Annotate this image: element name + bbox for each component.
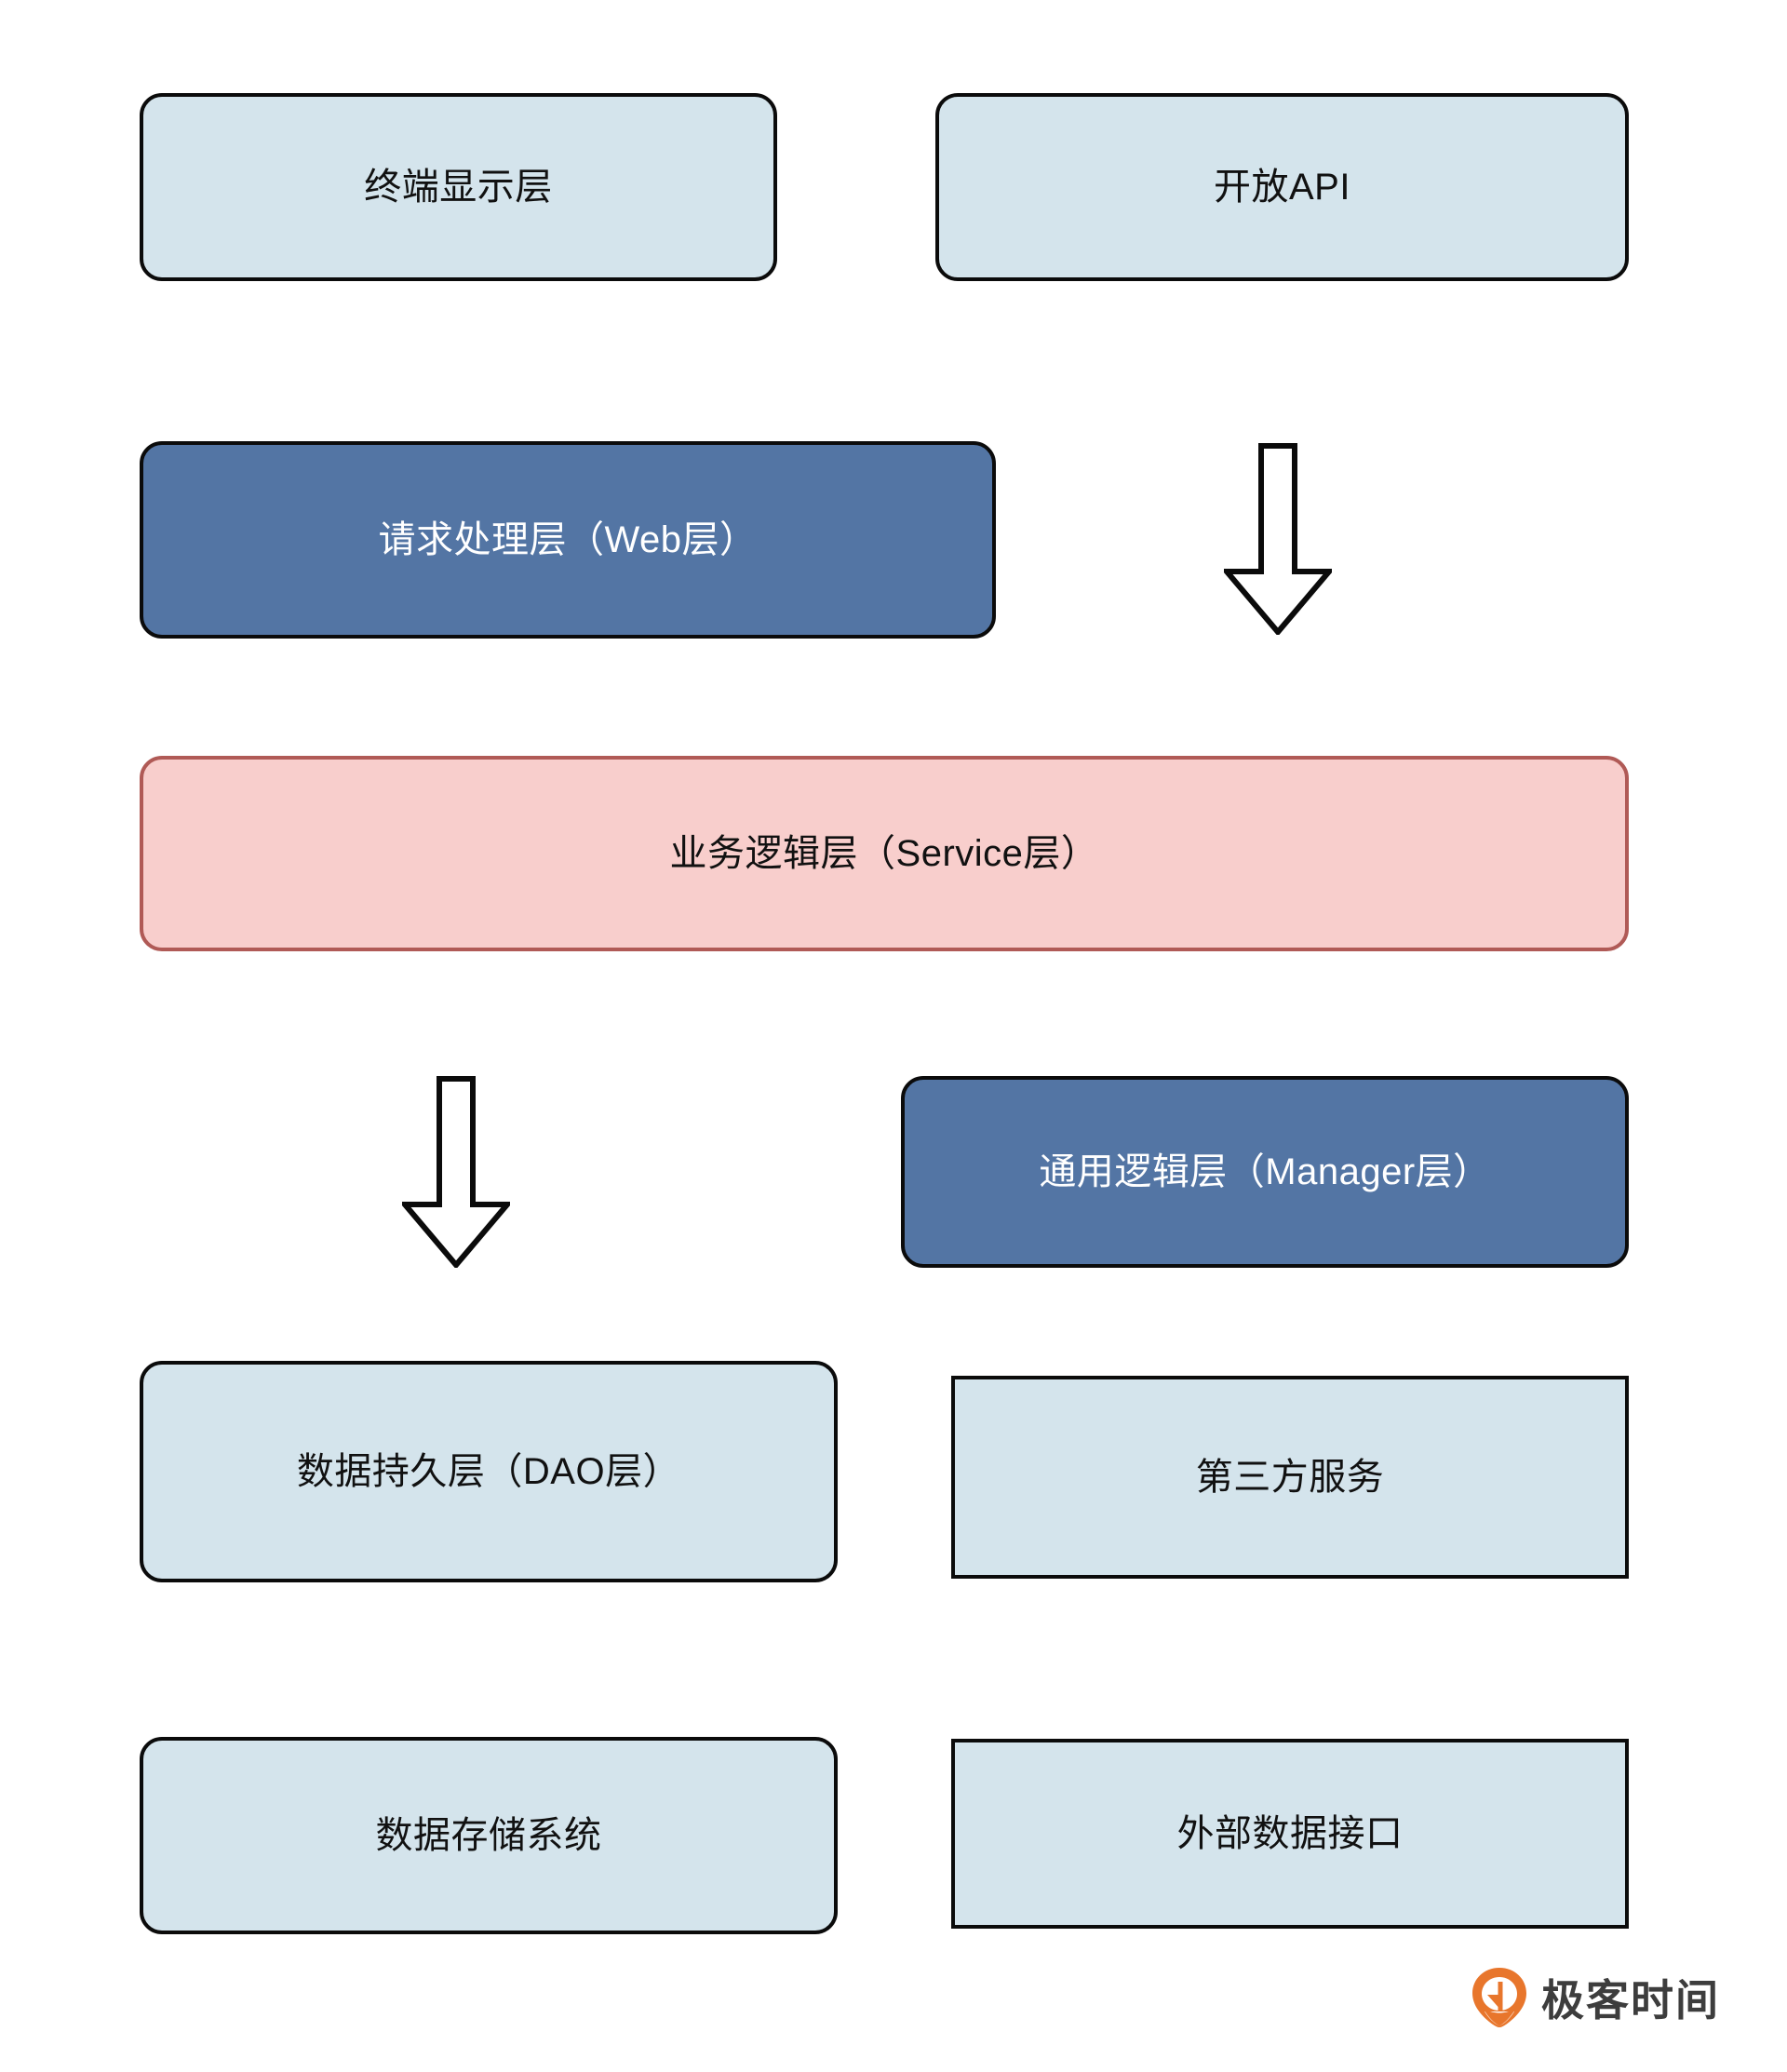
node-data-persistence-layer[interactable]: 数据持久层（DAO层） bbox=[140, 1361, 838, 1582]
arrow-down-open-api-to-service bbox=[1224, 443, 1332, 635]
node-business-logic-layer[interactable]: 业务逻辑层（Service层） bbox=[140, 756, 1629, 951]
node-third-party-service[interactable]: 第三方服务 bbox=[951, 1376, 1629, 1579]
arrow-down-service-to-dao bbox=[402, 1076, 510, 1268]
watermark-brand-text: 极客时间 bbox=[1541, 1976, 1720, 2025]
node-open-api[interactable]: 开放API bbox=[935, 93, 1629, 281]
arrow-down-icon bbox=[402, 1076, 510, 1268]
node-label-terminal-display-layer: 终端显示层 bbox=[364, 167, 553, 208]
node-label-open-api: 开放API bbox=[1214, 167, 1350, 208]
node-label-data-storage-system: 数据存储系统 bbox=[375, 1815, 602, 1856]
node-external-data-interface[interactable]: 外部数据接口 bbox=[951, 1739, 1629, 1929]
node-data-storage-system[interactable]: 数据存储系统 bbox=[140, 1737, 838, 1934]
node-label-business-logic-layer: 业务逻辑层（Service层） bbox=[669, 833, 1099, 874]
node-label-request-handling-layer: 请求处理层（Web层） bbox=[378, 519, 758, 560]
node-label-common-logic-layer: 通用逻辑层（Manager层） bbox=[1039, 1151, 1491, 1192]
node-common-logic-layer[interactable]: 通用逻辑层（Manager层） bbox=[901, 1076, 1629, 1268]
watermark-logo: 极客时间 bbox=[1471, 1966, 1720, 2029]
node-label-external-data-interface: 外部数据接口 bbox=[1176, 1813, 1404, 1854]
node-request-handling-layer[interactable]: 请求处理层（Web层） bbox=[140, 441, 996, 639]
geektime-pin-icon bbox=[1471, 1966, 1528, 2029]
arrow-down-icon bbox=[1224, 443, 1332, 635]
geektime-pin-glyph bbox=[1472, 1968, 1526, 2027]
node-label-third-party-service: 第三方服务 bbox=[1195, 1457, 1385, 1498]
node-terminal-display-layer[interactable]: 终端显示层 bbox=[140, 93, 777, 281]
node-label-data-persistence-layer: 数据持久层（DAO层） bbox=[296, 1451, 681, 1492]
